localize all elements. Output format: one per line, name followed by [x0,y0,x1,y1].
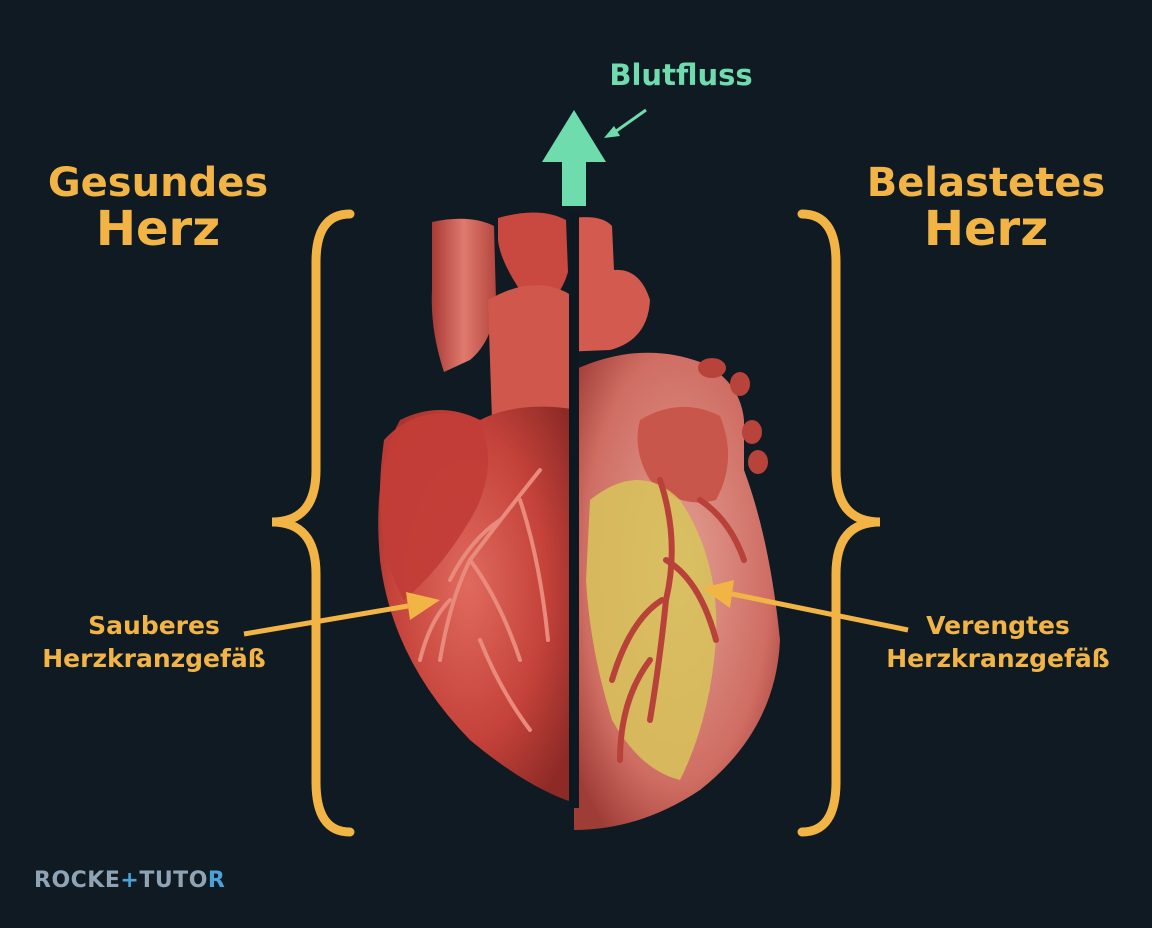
logo-part1: ROCKE [34,868,121,893]
clean-vessel-label-line2: Herzkranzgefäß [42,643,266,673]
brand-logo: ROCKE+TUTOR [34,868,225,893]
clean-coronary-vessels [418,468,550,732]
flow-pointer-head [604,126,620,138]
left-brace [271,209,355,837]
stressed-heart-title: Belastetes Herz [848,162,1124,254]
left-label-arrow [243,603,409,637]
right-label-arrow [731,591,909,633]
narrowed-vessel-label-line1: Verengtes [926,611,1070,640]
healthy-title-line1: Gesundes [47,160,269,206]
stressed-heart [574,217,780,830]
healthy-heart-title: Gesundes Herz [20,162,296,254]
blood-flow-arrow [542,110,606,206]
right-brace [797,209,881,837]
healthy-heart [378,212,574,803]
narrowed-vessel-label-line2: Herzkranzgefäß [886,643,1110,673]
right-label-arrowhead [702,580,734,608]
stressed-title-line2: Herz [923,201,1049,257]
clean-vessel-label-line1: Sauberes [88,611,220,640]
logo-plus: + [120,868,140,893]
clean-vessel-label: Sauberes Herzkranzgefäß [18,610,290,675]
flow-pointer [611,108,647,136]
healthy-title-line2: Herz [95,201,221,257]
logo-part3: TUTO [139,868,208,893]
left-label-arrowhead [406,592,440,620]
logo-part4: R [207,868,226,893]
narrowed-vessel-label: Verengtes Herzkranzgefäß [860,610,1136,675]
blood-flow-label: Blutfluss [609,58,753,92]
stressed-title-line1: Belastetes [866,160,1106,206]
plaque-deposit [586,480,717,780]
narrowed-coronary-vessels [609,477,747,763]
